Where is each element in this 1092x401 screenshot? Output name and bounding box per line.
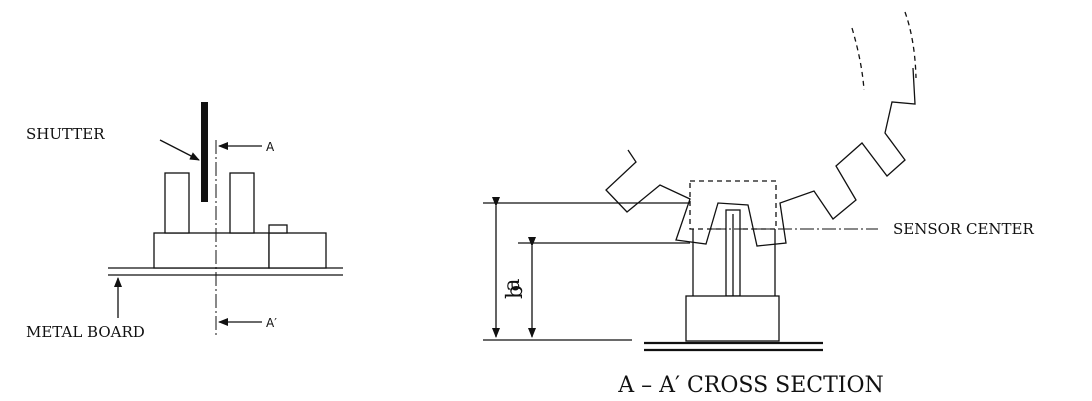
connector-tab bbox=[268, 224, 288, 234]
connector-block bbox=[268, 232, 327, 269]
sensor-hidden-outline bbox=[689, 180, 777, 230]
metal-board-label: METAL BOARD bbox=[26, 323, 145, 341]
dim-b-label: b bbox=[503, 285, 528, 299]
slotted-disc-outline bbox=[605, 67, 916, 247]
section-a-label: A bbox=[266, 140, 275, 154]
sensor-base bbox=[153, 232, 270, 269]
shutter-label: SHUTTER bbox=[26, 125, 105, 143]
shutter-leader bbox=[159, 139, 200, 161]
shutter-plate bbox=[201, 102, 208, 202]
sensor-right-upright bbox=[229, 172, 255, 234]
side-view: A A′ SHUTTER METAL BOARD bbox=[26, 102, 343, 341]
section-a-prime-label: A′ bbox=[266, 316, 277, 330]
cross-section-caption: A – A′ CROSS SECTION bbox=[617, 373, 884, 398]
sensor-mount bbox=[685, 295, 780, 342]
sensor-center-label: SENSOR CENTER bbox=[893, 220, 1034, 238]
sensor-left-upright bbox=[164, 172, 190, 234]
cross-section-view: SENSOR CENTER a b A – A′ CROSS SECTION bbox=[483, 11, 1034, 398]
disc-outer-edge-dashed bbox=[851, 11, 917, 91]
dim-a-label: a bbox=[500, 278, 525, 291]
